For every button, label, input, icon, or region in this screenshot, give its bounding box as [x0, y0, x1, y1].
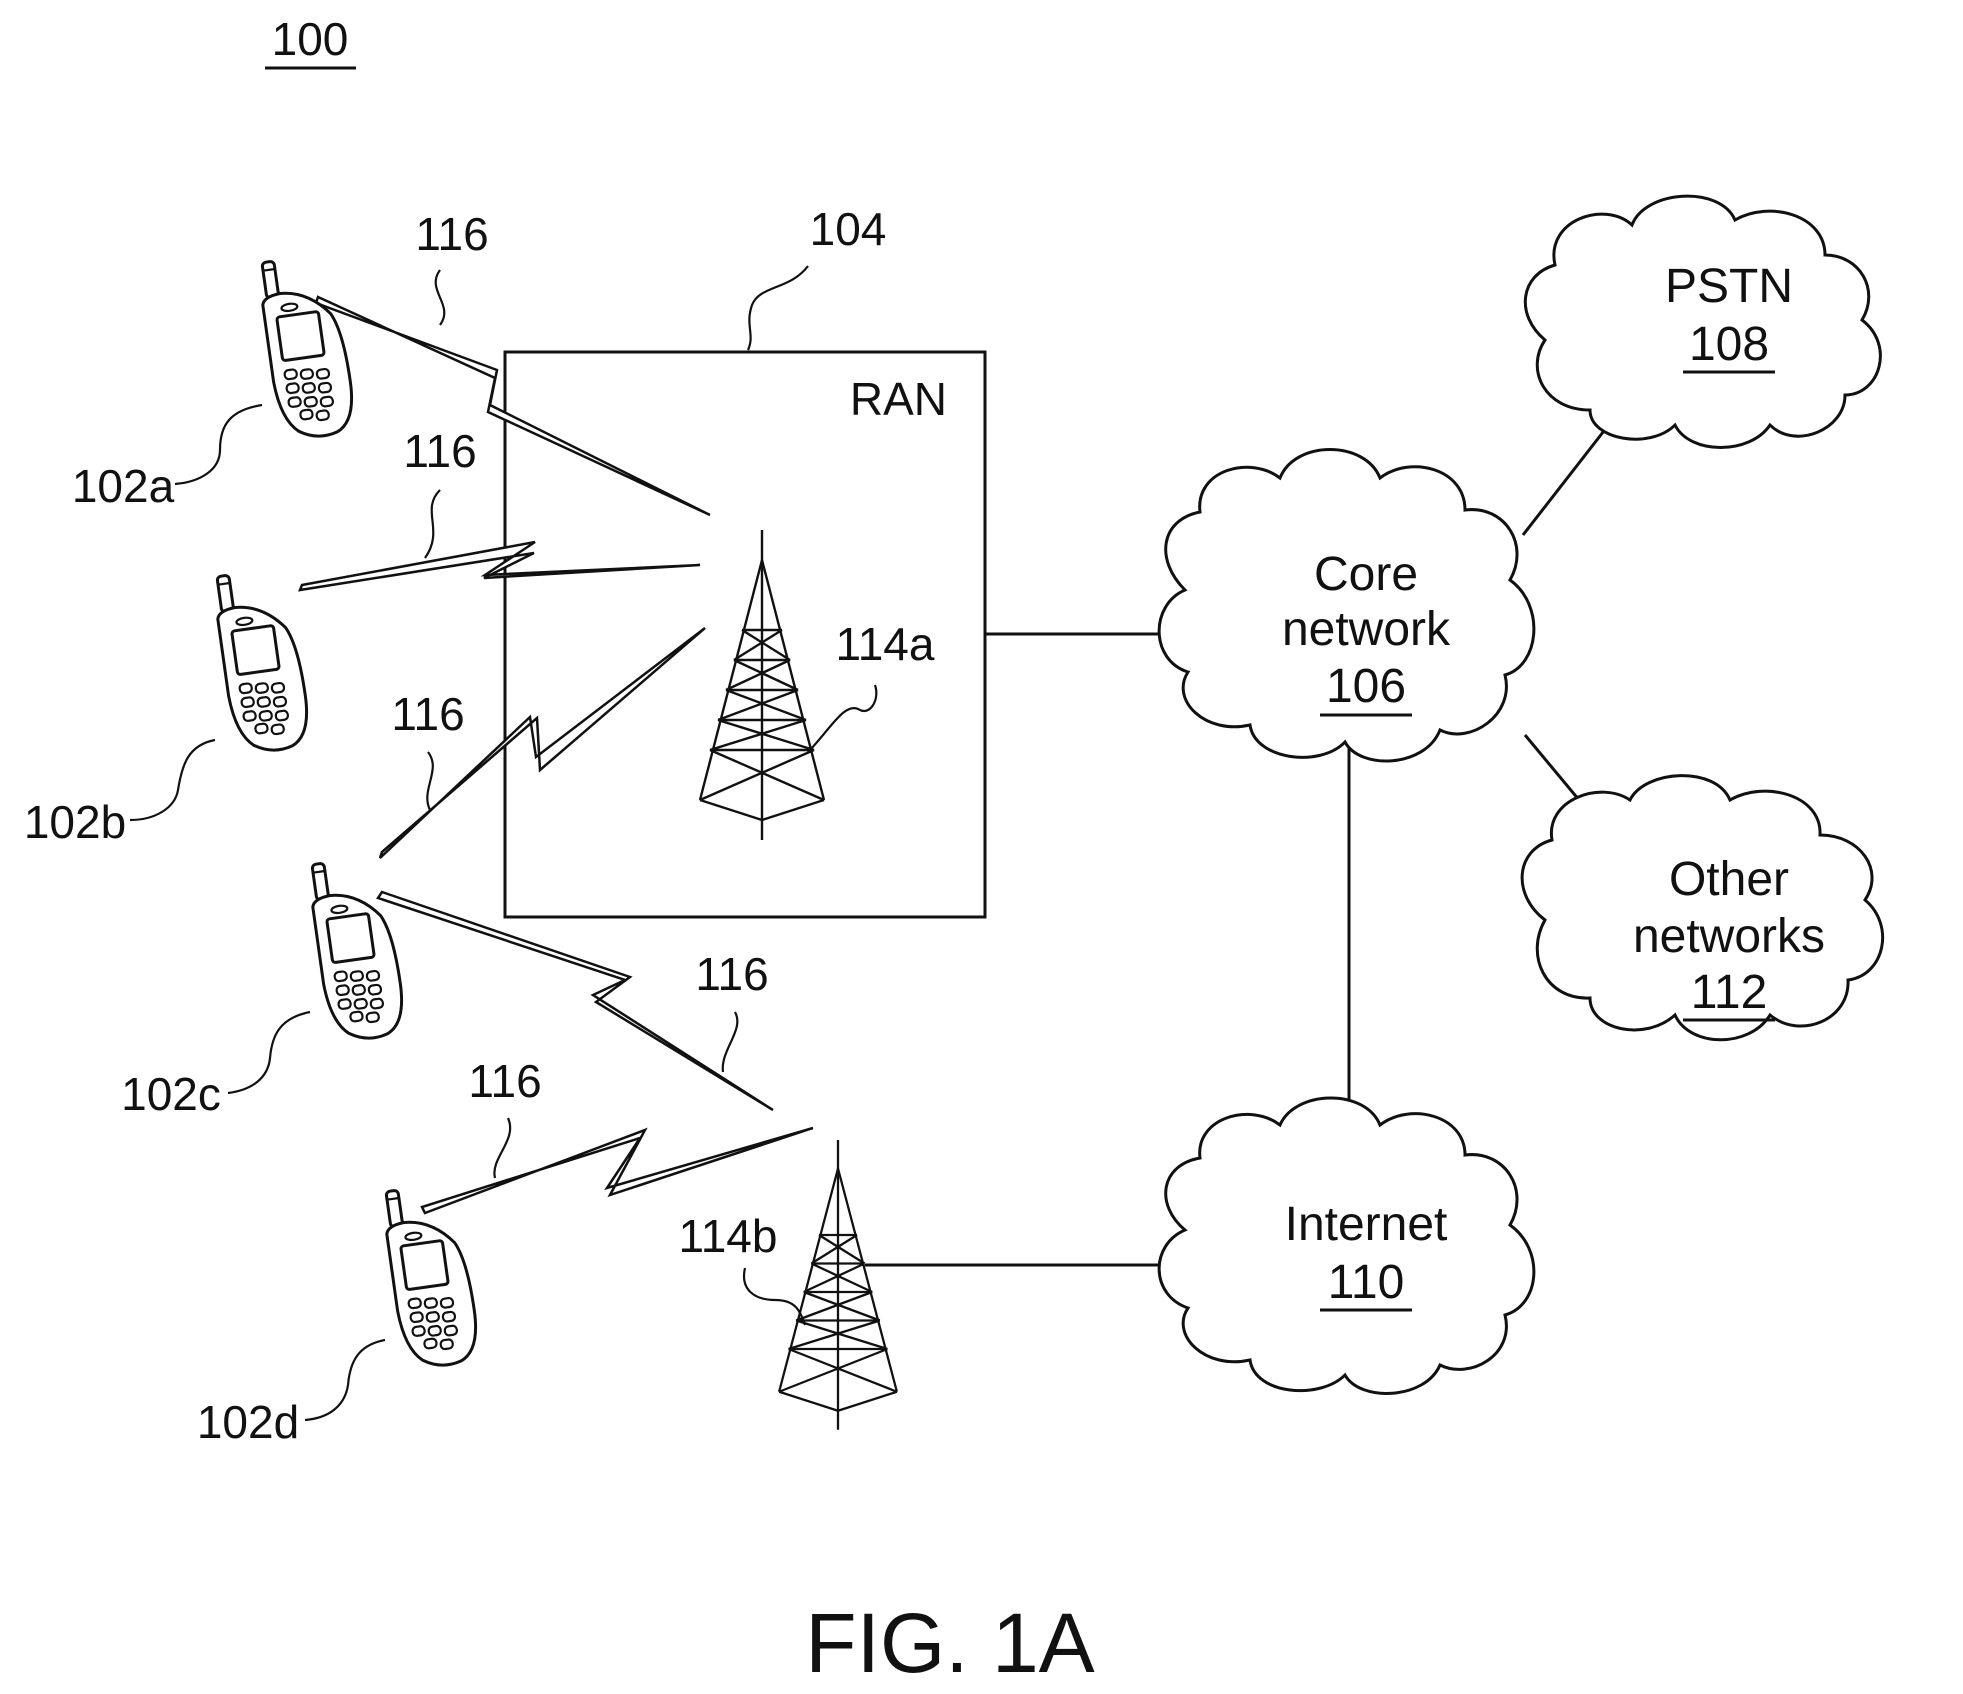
core-network-line1: Core	[1314, 548, 1418, 601]
air-interface-link-a	[316, 297, 710, 515]
air-interface-ref-4-leader	[723, 1012, 738, 1072]
base-station-b-ref: 114b	[679, 1210, 778, 1262]
wtru-phone-icon	[307, 855, 407, 1044]
wtru-d-ref: 102d	[197, 1396, 299, 1448]
pstn-ref: 108	[1689, 318, 1769, 371]
wtru-a-leader	[175, 405, 262, 484]
wtru-c-ref: 102c	[121, 1068, 221, 1120]
air-interface-link-c	[380, 628, 705, 858]
ran-ref-leader	[748, 266, 808, 350]
internet-label: Internet	[1285, 1198, 1448, 1251]
base-station-tower-icon	[779, 1140, 897, 1430]
base-station-b-leader	[744, 1268, 805, 1325]
base-station-a-leader	[808, 685, 876, 752]
core-pstn-link	[1523, 418, 1614, 535]
wtru-b-leader	[130, 740, 215, 820]
air-interface-ref-3: 116	[391, 688, 464, 740]
wtru-b-ref: 102b	[24, 796, 126, 848]
air-interface-ref-1-leader	[436, 270, 445, 325]
air-interface-ref-5: 116	[468, 1055, 541, 1107]
core-network-line2: network	[1282, 603, 1451, 656]
wtru-a-ref: 102a	[72, 460, 175, 512]
ran-label: RAN	[850, 373, 947, 425]
internet-ref: 110	[1328, 1256, 1405, 1309]
air-interface-link-d	[422, 1128, 813, 1213]
air-interface-ref-1: 116	[415, 208, 488, 260]
figure-caption: FIG. 1A	[805, 1596, 1094, 1690]
ran-ref: 104	[810, 203, 887, 255]
other-networks-ref: 112	[1691, 966, 1768, 1019]
wtru-c-leader	[228, 1012, 310, 1093]
wtru-phone-icon	[212, 567, 312, 756]
other-networks-line1: Other	[1669, 853, 1789, 906]
other-networks-line2: networks	[1633, 910, 1825, 963]
air-interface-ref-4: 116	[695, 948, 768, 1000]
air-interface-ref-2: 116	[403, 425, 476, 477]
air-interface-link-b	[300, 542, 700, 590]
figure-ref-number: 100	[272, 13, 349, 65]
wtru-d-leader	[305, 1340, 385, 1420]
air-interface-ref-5-leader	[494, 1118, 510, 1178]
core-network-ref: 106	[1326, 660, 1406, 713]
pstn-label: PSTN	[1665, 260, 1793, 313]
air-interface-ref-2-leader	[425, 490, 440, 558]
base-station-tower-icon	[700, 530, 824, 840]
wtru-phone-icon	[257, 253, 357, 442]
base-station-a-ref: 114a	[836, 618, 935, 670]
air-interface-ref-3-leader	[427, 752, 433, 810]
air-interface-link-c2	[378, 892, 773, 1110]
